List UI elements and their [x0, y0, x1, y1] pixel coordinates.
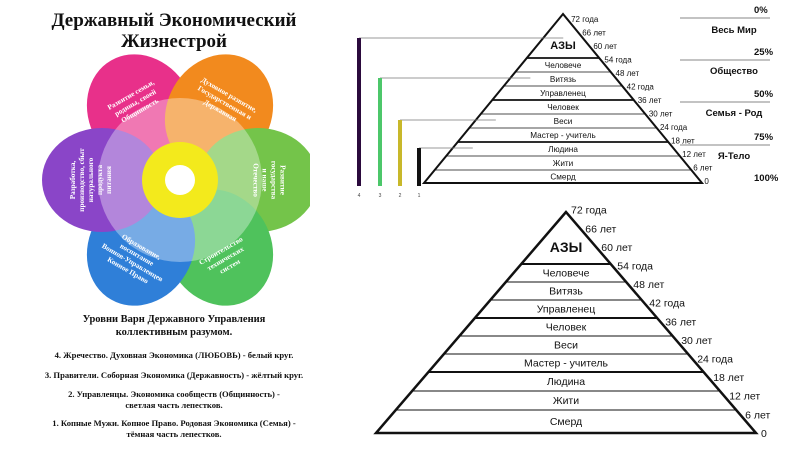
petal-label-line: государства: [270, 161, 278, 200]
age-label: 6 лет: [745, 409, 770, 421]
pyramid-level-label: Человек: [547, 103, 579, 112]
pyramid-level-label: Человече: [543, 268, 590, 280]
petal-label-line: питания: [105, 166, 113, 194]
percent-label: 25%: [754, 47, 774, 58]
sphere-label: Я-Тело: [718, 151, 751, 162]
pyramid-level-label: АЗЫ: [550, 40, 576, 52]
level-bar-label: 1: [418, 193, 421, 199]
pyramid-level-label: Человек: [546, 322, 587, 334]
pyramid-level-label: Человече: [545, 61, 582, 70]
pyramid-top: АЗЫ ЧеловечеВитязьУправленецЧеловекВесиМа…: [357, 5, 779, 199]
pyramid-level-label: Жити: [553, 159, 573, 168]
age-label: 72 года: [571, 15, 599, 24]
age-label: 24 года: [697, 353, 733, 365]
petal-label-line: и наше: [261, 169, 269, 192]
level-bar: [417, 148, 421, 186]
level-bar: [378, 78, 382, 186]
age-label: 48 лет: [633, 279, 664, 291]
pyramid-level-label: Веси: [554, 117, 573, 126]
age-label: 18 лет: [671, 136, 695, 145]
level-bar-label: 3: [379, 193, 382, 199]
petal: [164, 189, 274, 306]
petal-label-line: Развитие: [279, 165, 287, 195]
pyramid-level-label: Смерд: [550, 416, 582, 428]
sphere-label: Семья - Род: [706, 108, 763, 119]
subtitle-line-1: Уровни Варн Державного Управления: [82, 314, 266, 325]
percent-label: 50%: [754, 89, 774, 100]
petal-label-line: продукта: [96, 165, 104, 196]
subtitle-line-2: коллективным разумом.: [115, 327, 233, 338]
age-label: 12 лет: [729, 391, 760, 403]
petal: [42, 128, 162, 232]
petal-label-line: Разработка,: [69, 161, 77, 200]
level-2-text: 2. Управленцы. Экономика сообществ (Общи…: [68, 389, 280, 410]
pyramid-bottom: АЗЫ ЧеловечеВитязьУправленецЧеловекВесиМа…: [373, 205, 771, 440]
pyramid-level-label: Управленец: [540, 89, 586, 98]
age-label: 30 лет: [681, 335, 712, 347]
age-label: 60 лет: [593, 42, 617, 51]
level-4-text: 4. Жречество. Духовная Экономика (ЛЮБОВЬ…: [54, 350, 294, 360]
pyramid-level-label: Жити: [553, 395, 579, 407]
pyramid-level-label: Витязь: [550, 75, 576, 84]
pyramid-level-label: Мастер - учитель: [530, 131, 596, 140]
petal-label-line: Отечество: [252, 163, 260, 197]
level-bar-label: 4: [358, 193, 361, 199]
pyramid-level-label: Смерд: [550, 172, 575, 181]
age-label: 42 года: [649, 298, 685, 310]
age-label: 0: [761, 428, 767, 440]
level-1-text: 1. Копные Мужи. Копное Право. Родовая Эк…: [52, 418, 296, 439]
age-label: 54 года: [617, 260, 653, 272]
pyramid-level-label: Людина: [548, 145, 578, 154]
petal-label-line: натурального: [87, 157, 95, 202]
age-label: 66 лет: [585, 223, 616, 235]
levels-subtitle: Уровни Варн Державного Управления коллек…: [0, 313, 348, 339]
age-label: 18 лет: [713, 372, 744, 384]
age-label: 66 лет: [582, 28, 606, 37]
sphere-label: Общество: [710, 66, 758, 77]
age-label: 6 лет: [693, 163, 713, 172]
age-label: 30 лет: [649, 109, 673, 118]
pyramid-level-label: Мастер - учитель: [524, 358, 609, 370]
white-circle: [165, 165, 195, 195]
title-line-1: Державный Экономический: [51, 10, 297, 31]
pyramid-level-label: Управленец: [537, 304, 596, 316]
percent-label: 75%: [754, 132, 774, 143]
level-bar-label: 2: [399, 193, 402, 199]
level-bar: [357, 38, 361, 186]
age-label: 42 года: [627, 82, 655, 91]
petals: [42, 54, 310, 306]
age-label: 0: [704, 177, 709, 186]
level-3-text: 3. Правители. Соборная Экономика (Держав…: [44, 370, 304, 380]
age-label: 36 лет: [665, 316, 696, 328]
pyramid-level-label: Веси: [554, 340, 578, 352]
pyramid-level-label: Людина: [547, 376, 585, 388]
percent-label: 100%: [754, 173, 779, 184]
age-label: 24 года: [660, 123, 688, 132]
level-bar: [398, 120, 402, 186]
age-label: 60 лет: [601, 242, 632, 254]
sphere-label: Весь Мир: [711, 25, 757, 36]
age-label: 72 года: [571, 205, 607, 217]
age-label: 36 лет: [638, 96, 662, 105]
pyramid-level-label: АЗЫ: [550, 239, 583, 255]
pyramid-level-label: Витязь: [549, 286, 583, 298]
title-line-2: Жизнестрой: [121, 31, 227, 52]
age-label: 48 лет: [616, 69, 640, 78]
percent-label: 0%: [754, 5, 768, 16]
petal-label-line: производство, сбыт: [78, 148, 86, 212]
left-panel: Державный Экономический Жизнестрой Разви…: [0, 0, 348, 449]
age-label: 54 года: [604, 55, 632, 64]
age-label: 12 лет: [682, 150, 706, 159]
